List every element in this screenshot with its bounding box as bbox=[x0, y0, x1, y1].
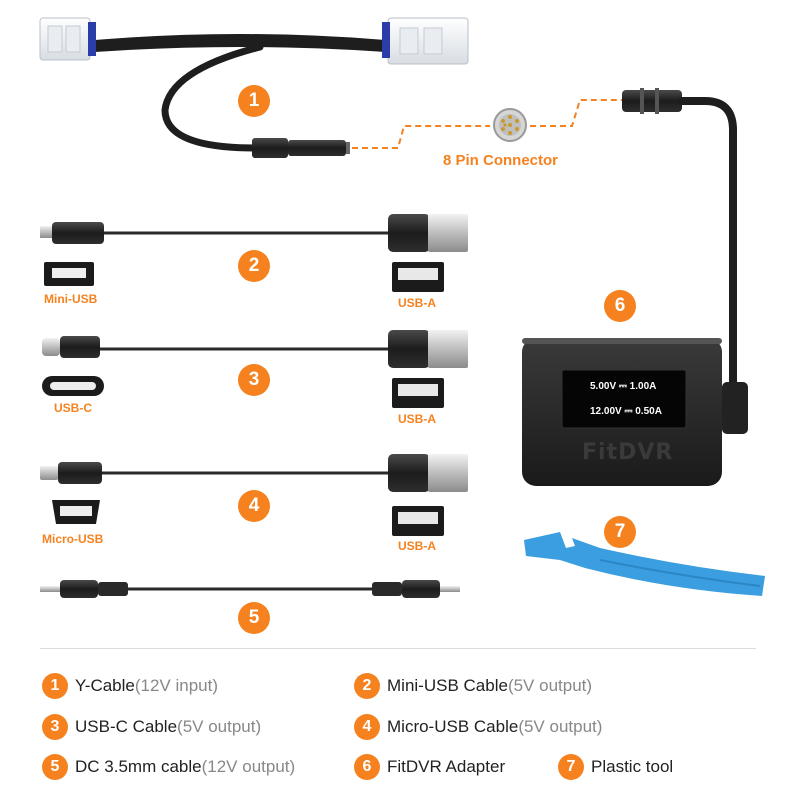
legend-item-3: 3 USB-C Cable (5V output) bbox=[42, 714, 261, 740]
screen-line-2: 12.00V ⎓ 0.50A bbox=[590, 406, 662, 417]
legend-item-2: 2 Mini-USB Cable (5V output) bbox=[354, 673, 592, 699]
plastic-pry-tool bbox=[524, 532, 765, 596]
legend-label: USB-C Cable bbox=[75, 717, 178, 736]
legend-label: Mini-USB Cable bbox=[387, 676, 508, 695]
legend-number: 7 bbox=[558, 754, 584, 780]
legend-label: Micro-USB Cable bbox=[387, 717, 519, 736]
legend-sublabel: (5V output) bbox=[518, 717, 603, 736]
legend-number: 2 bbox=[354, 673, 380, 699]
legend-sublabel: (12V input) bbox=[134, 676, 219, 695]
screen-line-1: 5.00V ⎓ 1.00A bbox=[590, 381, 657, 392]
legend-sublabel: (5V output) bbox=[177, 717, 262, 736]
connector-label: 8 Pin Connector bbox=[443, 152, 559, 169]
legend-number: 4 bbox=[354, 714, 380, 740]
legend-sublabel: (5V output) bbox=[507, 676, 593, 695]
dashed-link bbox=[352, 99, 622, 149]
legend-item-4: 4 Micro-USB Cable (5V output) bbox=[354, 714, 602, 740]
fitdvr-adapter bbox=[522, 88, 748, 486]
legend-item-7: 7 Plastic tool bbox=[558, 754, 673, 780]
legend-item-5: 5 DC 3.5mm cable (12V output) bbox=[42, 754, 295, 780]
mini-usb-cable bbox=[40, 214, 468, 292]
port-label-usb-a-2: USB-A bbox=[398, 412, 436, 426]
port-label-usb-a-1: USB-A bbox=[398, 296, 436, 310]
legend-number: 5 bbox=[42, 754, 68, 780]
port-label-usb-c: USB-C bbox=[54, 401, 92, 415]
legend-sublabel: (12V output) bbox=[201, 757, 296, 776]
callout-7: 7 bbox=[604, 516, 636, 548]
port-label-mini-usb: Mini-USB bbox=[44, 292, 98, 306]
y-cable bbox=[39, 17, 469, 158]
eight-pin-connector-icon bbox=[493, 108, 527, 142]
callout-2: 2 bbox=[238, 250, 270, 282]
legend-label: FitDVR Adapter bbox=[387, 757, 506, 776]
callout-4: 4 bbox=[238, 490, 270, 522]
usb-c-cable bbox=[42, 330, 468, 408]
port-label-micro-usb: Micro-USB bbox=[42, 532, 104, 546]
legend-label: Plastic tool bbox=[591, 757, 674, 776]
brand-logo: FitDVR bbox=[582, 440, 674, 465]
legend-number: 1 bbox=[42, 673, 68, 699]
legend-number: 3 bbox=[42, 714, 68, 740]
callout-6: 6 bbox=[604, 290, 636, 322]
legend-divider bbox=[40, 648, 756, 649]
callout-3: 3 bbox=[238, 364, 270, 396]
legend-item-1: 1 Y-Cable (12V input) bbox=[42, 673, 218, 699]
legend-label: Y-Cable bbox=[75, 676, 135, 695]
callout-1: 1 bbox=[238, 85, 270, 117]
legend-label: DC 3.5mm cable bbox=[75, 757, 202, 776]
legend-number: 6 bbox=[354, 754, 380, 780]
legend-item-6: 6 FitDVR Adapter bbox=[354, 754, 505, 780]
micro-usb-cable bbox=[40, 454, 468, 536]
dc-cable bbox=[40, 580, 460, 598]
port-label-usb-a-3: USB-A bbox=[398, 539, 436, 553]
callout-5: 5 bbox=[238, 602, 270, 634]
